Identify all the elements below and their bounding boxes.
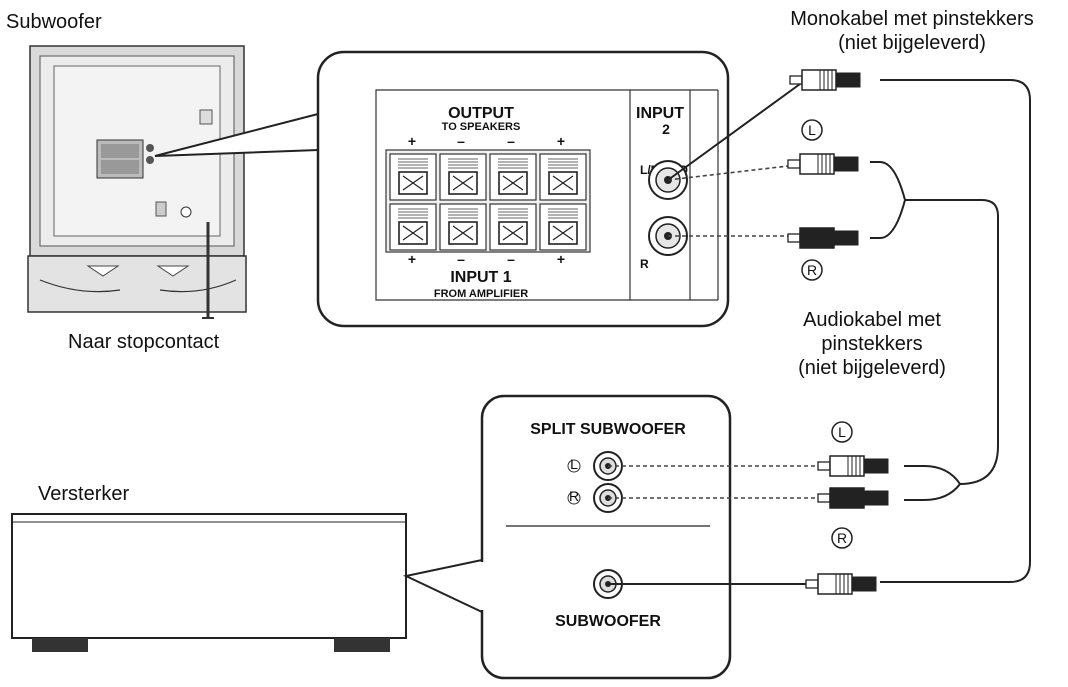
mono-plug-top [789,69,861,91]
input1-subtitle: FROM AMPLIFIER [434,288,528,300]
speaker-terminal[interactable] [539,203,587,251]
speaker-terminal[interactable] [439,153,487,201]
split-subwoofer-title: SPLIT SUBWOOFER [530,421,686,438]
audio-plug-top-right [787,227,859,249]
amplifier-zoom-callout [402,559,483,613]
polarity-plus-2: + [557,133,565,149]
svg-text:L: L [838,424,846,440]
audio-cable-label-3: (niet bijgeleverd) [798,357,946,379]
amplifier-illustration [11,513,407,652]
polarity-minus-3: – [457,251,465,267]
polarity-minus-1: – [457,133,465,149]
mono-cable-label-1: Monokabel met pinstekkers [790,8,1033,30]
subwoofer-illustration [27,45,247,319]
svg-text:L: L [808,122,816,138]
speaker-terminal[interactable] [539,153,587,201]
audio-cable-label-1: Audiokabel met [803,309,941,331]
plug-marker-left-top: L [801,119,823,141]
outlet-label: Naar stopcontact [68,331,220,353]
audio-cable-top-left [870,161,906,201]
subwoofer-zoom-callout [154,113,319,157]
audio-cable-bottom-right [904,483,961,501]
speaker-terminal[interactable] [489,203,537,251]
svg-text:R: R [569,488,579,504]
audio-plug-bottom-left [817,455,889,477]
output-subtitle: TO SPEAKERS [442,121,521,133]
svg-text:R: R [807,262,817,278]
subwoofer-panel: OUTPUT TO SPEAKERS INPUT 2 INPUT 1 FROM … [375,89,719,301]
audio-cable-bottom-left [904,465,961,485]
amplifier-panel: SPLIT SUBWOOFER SUBWOOFER L R [506,421,710,630]
input2-number: 2 [662,121,670,137]
audio-cable-loop [905,199,999,485]
mono-plug-bottom [805,573,877,595]
split-right-label-marker: R [567,488,581,505]
mono-cable-label-2: (niet bijgeleverd) [838,32,986,54]
speaker-terminal[interactable] [389,153,437,201]
input2-title: INPUT [636,105,684,122]
split-left-label-marker: L [567,456,581,473]
speaker-terminal[interactable] [389,203,437,251]
subwoofer-output-title: SUBWOOFER [555,613,661,630]
amplifier-panel-frame [480,394,732,680]
polarity-plus-1: + [408,133,416,149]
audio-plug-bottom-right [817,487,889,509]
guide-input2-left [667,165,789,181]
speaker-terminal[interactable] [489,153,537,201]
mono-cable-loop [880,79,1031,583]
amplifier-label: Versterker [38,483,129,505]
audio-cable-top-right [870,199,906,239]
polarity-minus-4: – [507,251,515,267]
polarity-plus-3: + [408,251,416,267]
input1-title: INPUT 1 [450,269,511,286]
polarity-minus-2: – [507,133,515,149]
mono-cable-top [667,83,801,181]
plug-marker-left-bottom: L [831,421,853,443]
svg-text:L: L [570,456,578,472]
audio-cable-label-2: pinstekkers [821,333,922,355]
output-title: OUTPUT [448,105,514,122]
polarity-plus-4: + [557,251,565,267]
svg-text:R: R [837,530,847,546]
plug-marker-right-bottom: R [831,527,853,549]
speaker-terminal[interactable] [439,203,487,251]
subwoofer-label: Subwoofer [6,11,102,33]
input2-right-label: R [640,257,649,271]
audio-plug-top-left [787,153,859,175]
plug-marker-right-top: R [801,259,823,281]
